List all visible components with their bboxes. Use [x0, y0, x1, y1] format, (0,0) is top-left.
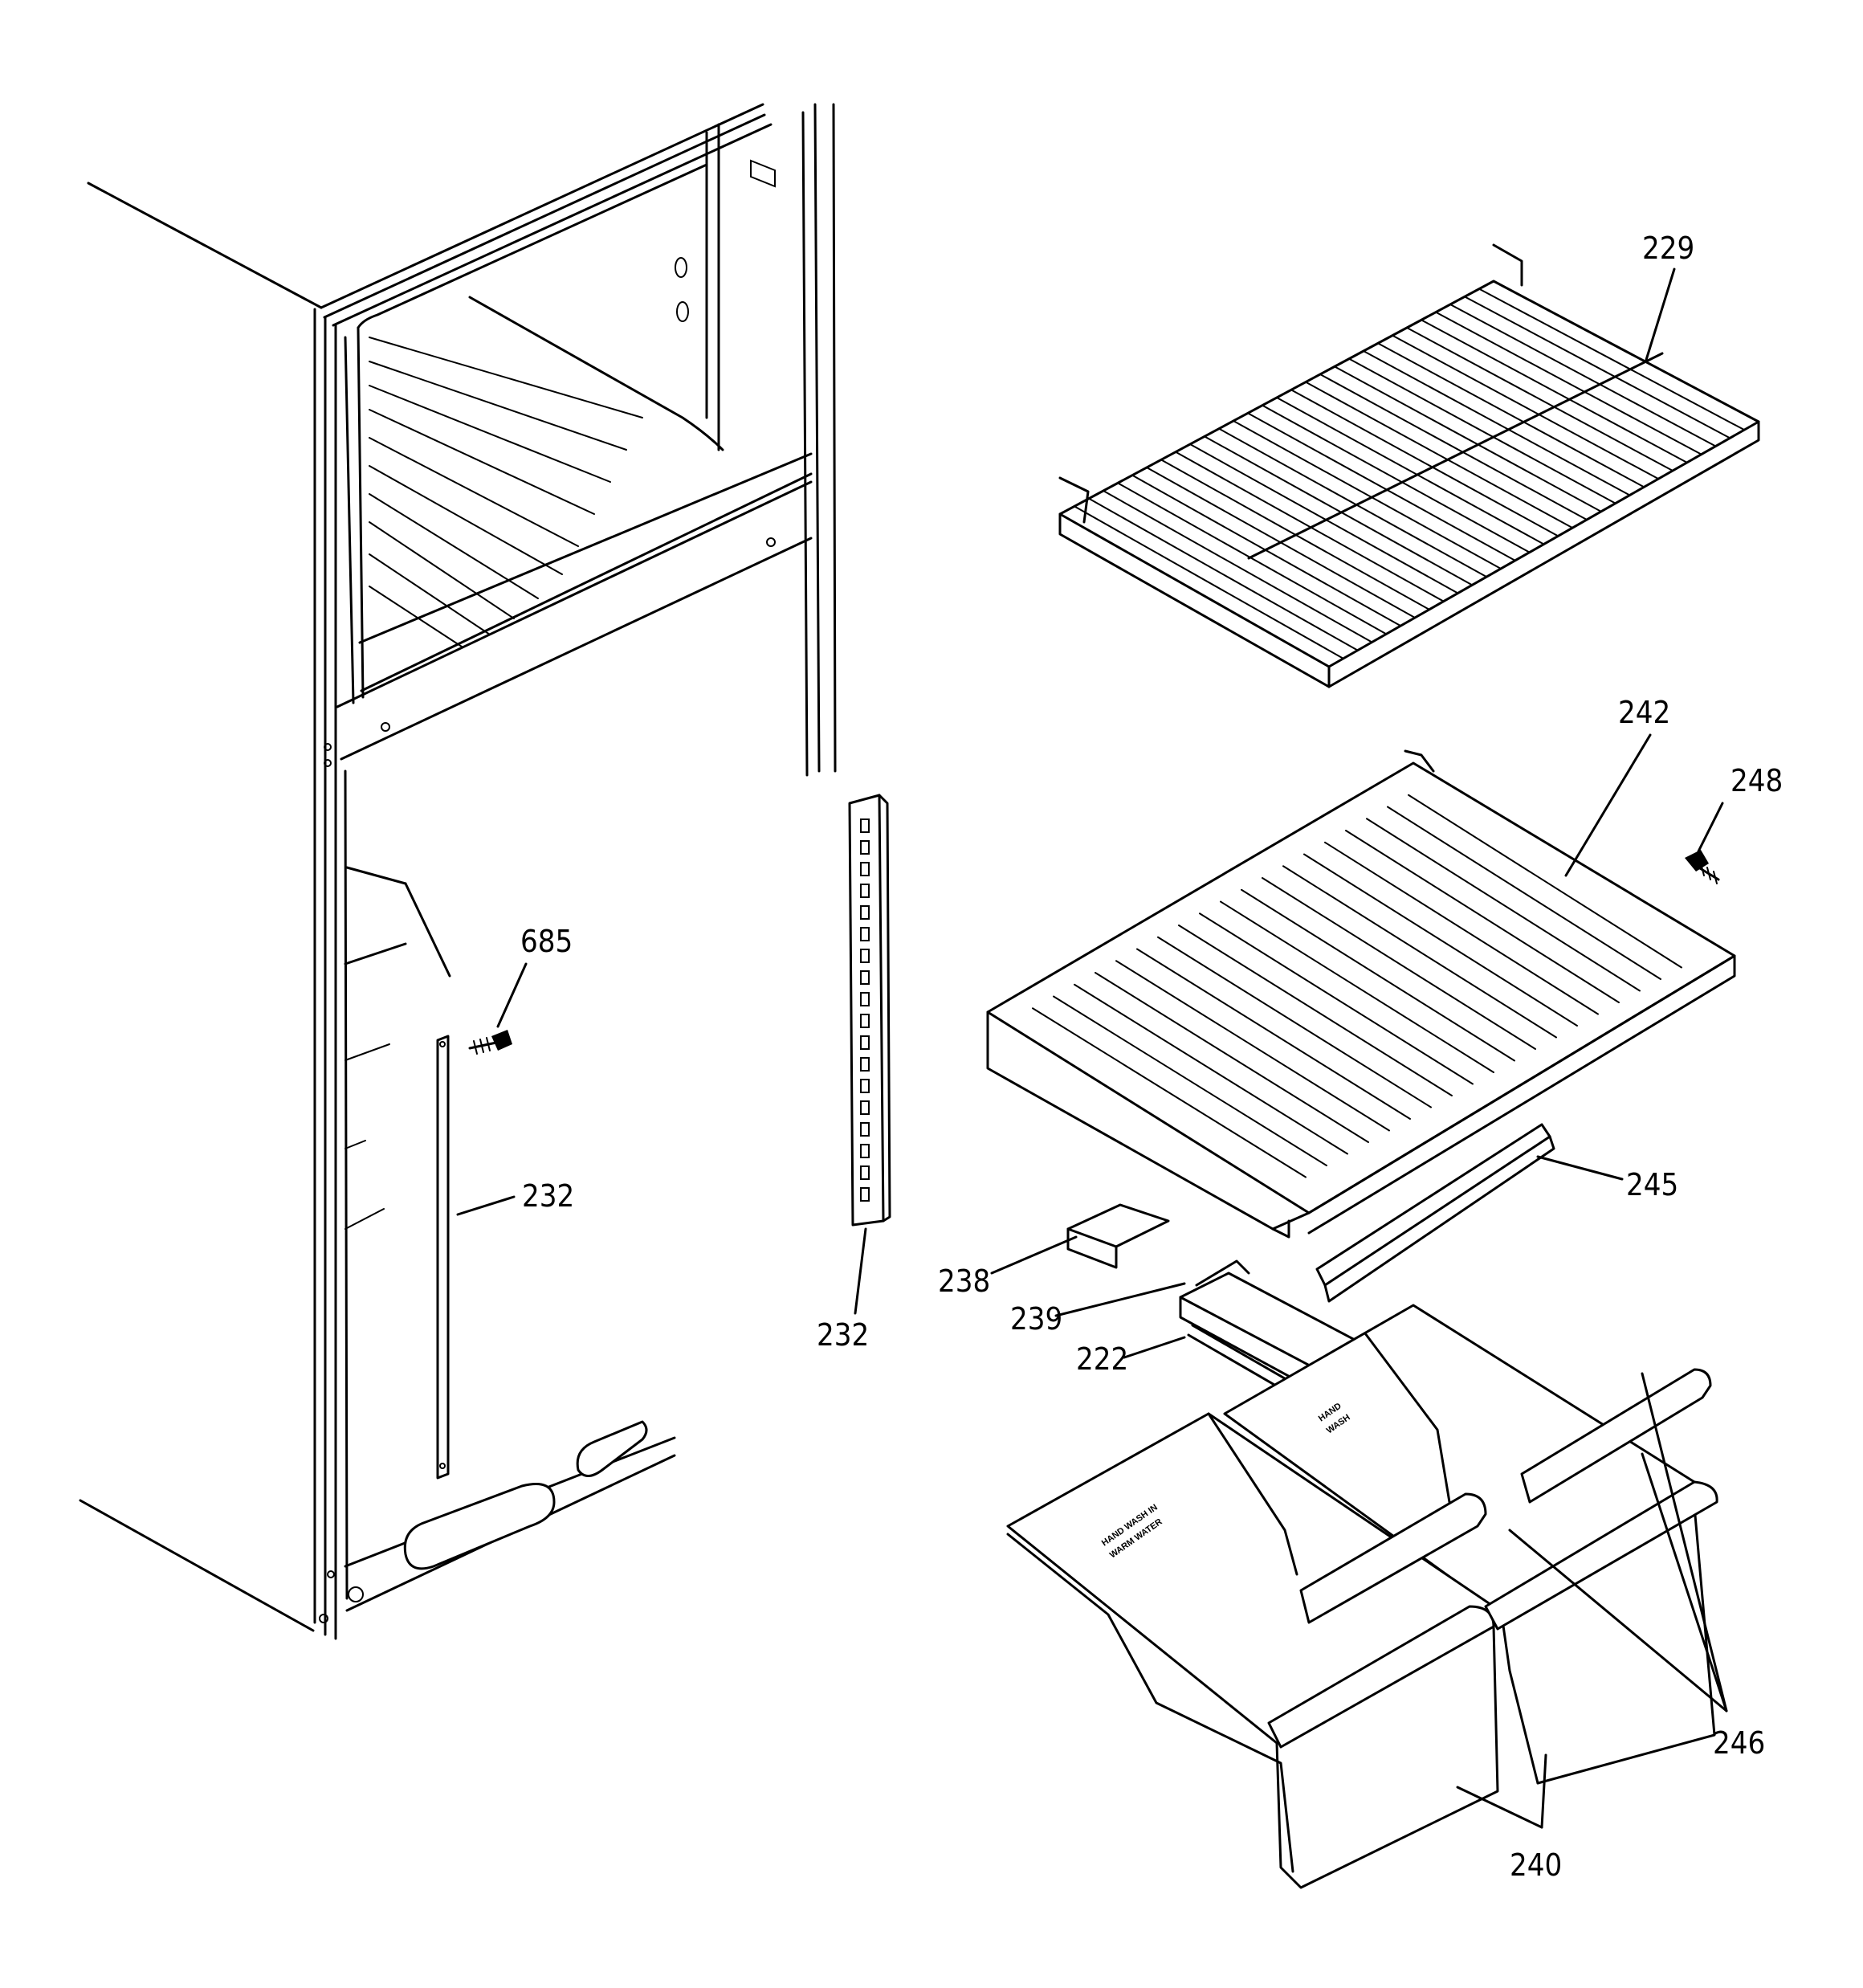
wire-shelf-rods — [1059, 280, 1759, 667]
freezer-floor-ribs — [369, 337, 643, 647]
crisper-cover-246-right — [1520, 1368, 1712, 1504]
callout-246: 246 — [1713, 1725, 1765, 1761]
shelf-support-right-232 — [848, 794, 891, 1227]
callout-245: 245 — [1626, 1167, 1678, 1202]
screw-685 — [468, 1030, 512, 1055]
callout-248: 248 — [1731, 763, 1783, 798]
shelf-support-left-232 — [436, 1035, 450, 1480]
callout-labels: 229 242 248 685 232 232 245 238 239 222 … — [520, 231, 1783, 1883]
callout-222: 222 — [1076, 1341, 1128, 1377]
callout-232-right: 232 — [817, 1317, 869, 1353]
channel-238 — [1066, 1203, 1170, 1269]
callout-238: 238 — [938, 1263, 990, 1299]
refrigerator-cabinet — [79, 103, 837, 1640]
front-trim-245 — [1315, 1123, 1555, 1303]
screw-248 — [1685, 850, 1720, 884]
leader-lines — [456, 267, 1728, 1829]
callout-685: 685 — [520, 924, 573, 959]
callout-239: 239 — [1010, 1301, 1062, 1337]
shelf-ribs — [1032, 794, 1682, 1178]
callout-232-left: 232 — [522, 1178, 574, 1214]
crisper-cover-246-left — [1299, 1492, 1487, 1624]
crisper-front-lip — [1267, 1480, 1718, 1749]
callout-229: 229 — [1642, 231, 1694, 266]
slide-out-shelf-242 — [986, 749, 1736, 1239]
callout-242: 242 — [1618, 695, 1670, 730]
wire-shelf-229 — [1058, 243, 1760, 688]
callout-240: 240 — [1510, 1847, 1562, 1883]
